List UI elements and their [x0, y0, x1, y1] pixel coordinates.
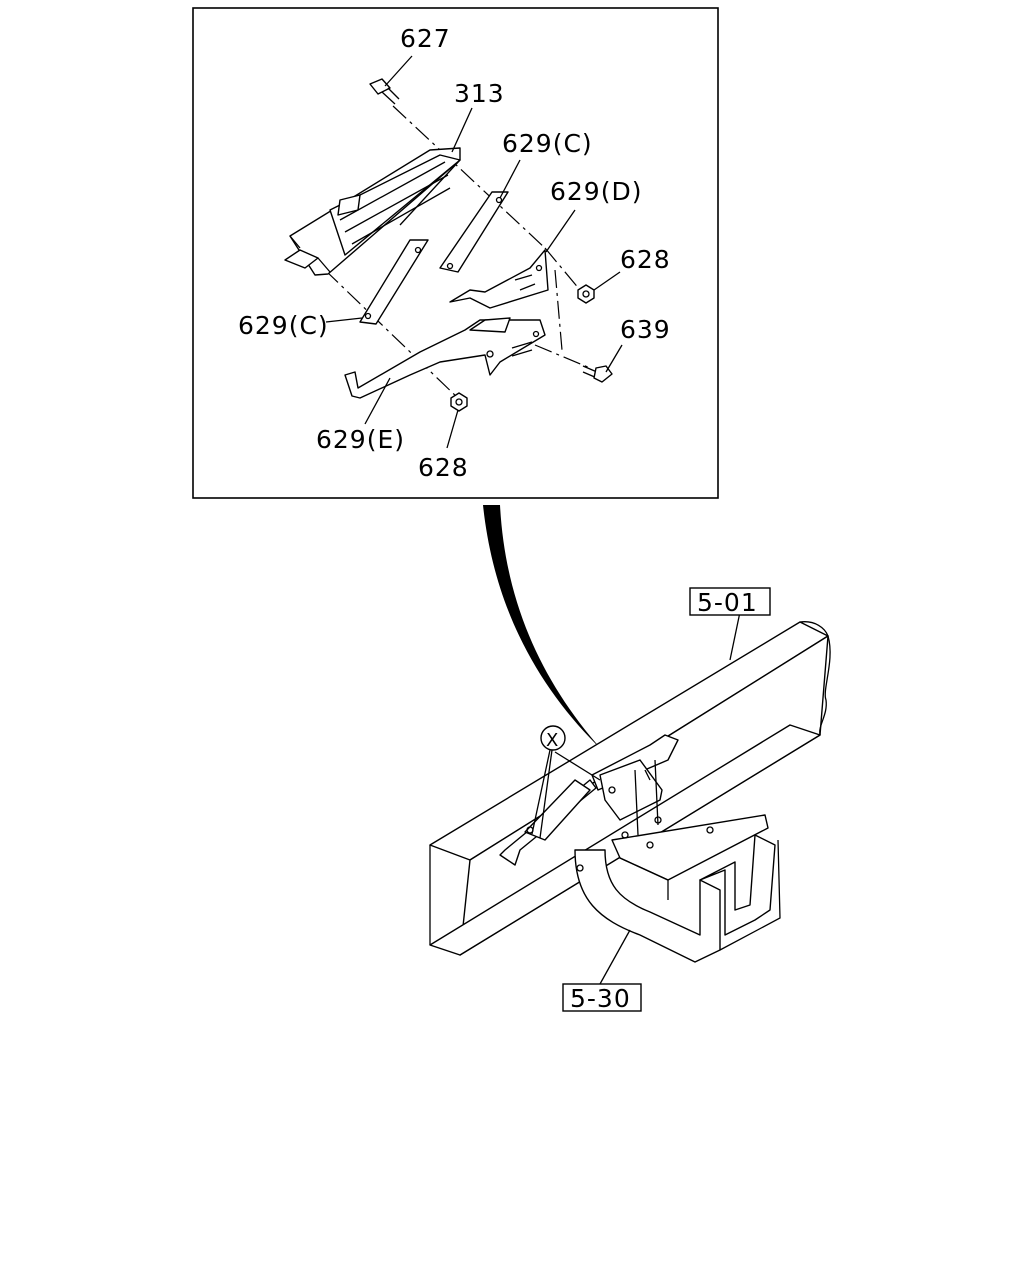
callout-629c-top: 629(C) — [502, 129, 593, 158]
crossmember-5-30 — [574, 814, 781, 963]
view-marker-label: X — [546, 730, 559, 751]
detail-connector-swoosh — [483, 505, 602, 750]
bracket-629d — [449, 249, 549, 309]
controller-unit-313 — [284, 147, 461, 276]
nut-628-bottom — [450, 392, 468, 412]
plate-629c-lower — [359, 239, 429, 325]
callout-313: 313 — [454, 79, 505, 108]
callout-628-right: 628 — [620, 245, 671, 274]
ref-label-frame: 5-01 — [697, 588, 758, 617]
callout-629e: 629(E) — [316, 425, 405, 454]
view-marker-circle — [540, 725, 566, 751]
bracket-629e — [344, 317, 546, 399]
callout-629c-left: 629(C) — [238, 311, 329, 340]
ref-box-crossmember — [562, 983, 642, 1012]
ref-label-crossmember: 5-30 — [570, 984, 631, 1013]
leader-lines-frame — [531, 611, 741, 985]
leader-lines-inset — [325, 55, 623, 449]
ref-box-frame — [689, 587, 771, 616]
callout-628-bottom: 628 — [418, 453, 469, 482]
plate-629c-upper — [439, 191, 509, 273]
callout-639: 639 — [620, 315, 671, 344]
bolt-627 — [369, 78, 400, 105]
nut-628-right — [577, 284, 595, 304]
callout-629d: 629(D) — [550, 177, 642, 206]
callout-627: 627 — [400, 24, 451, 53]
assembly-centerlines — [324, 105, 591, 401]
